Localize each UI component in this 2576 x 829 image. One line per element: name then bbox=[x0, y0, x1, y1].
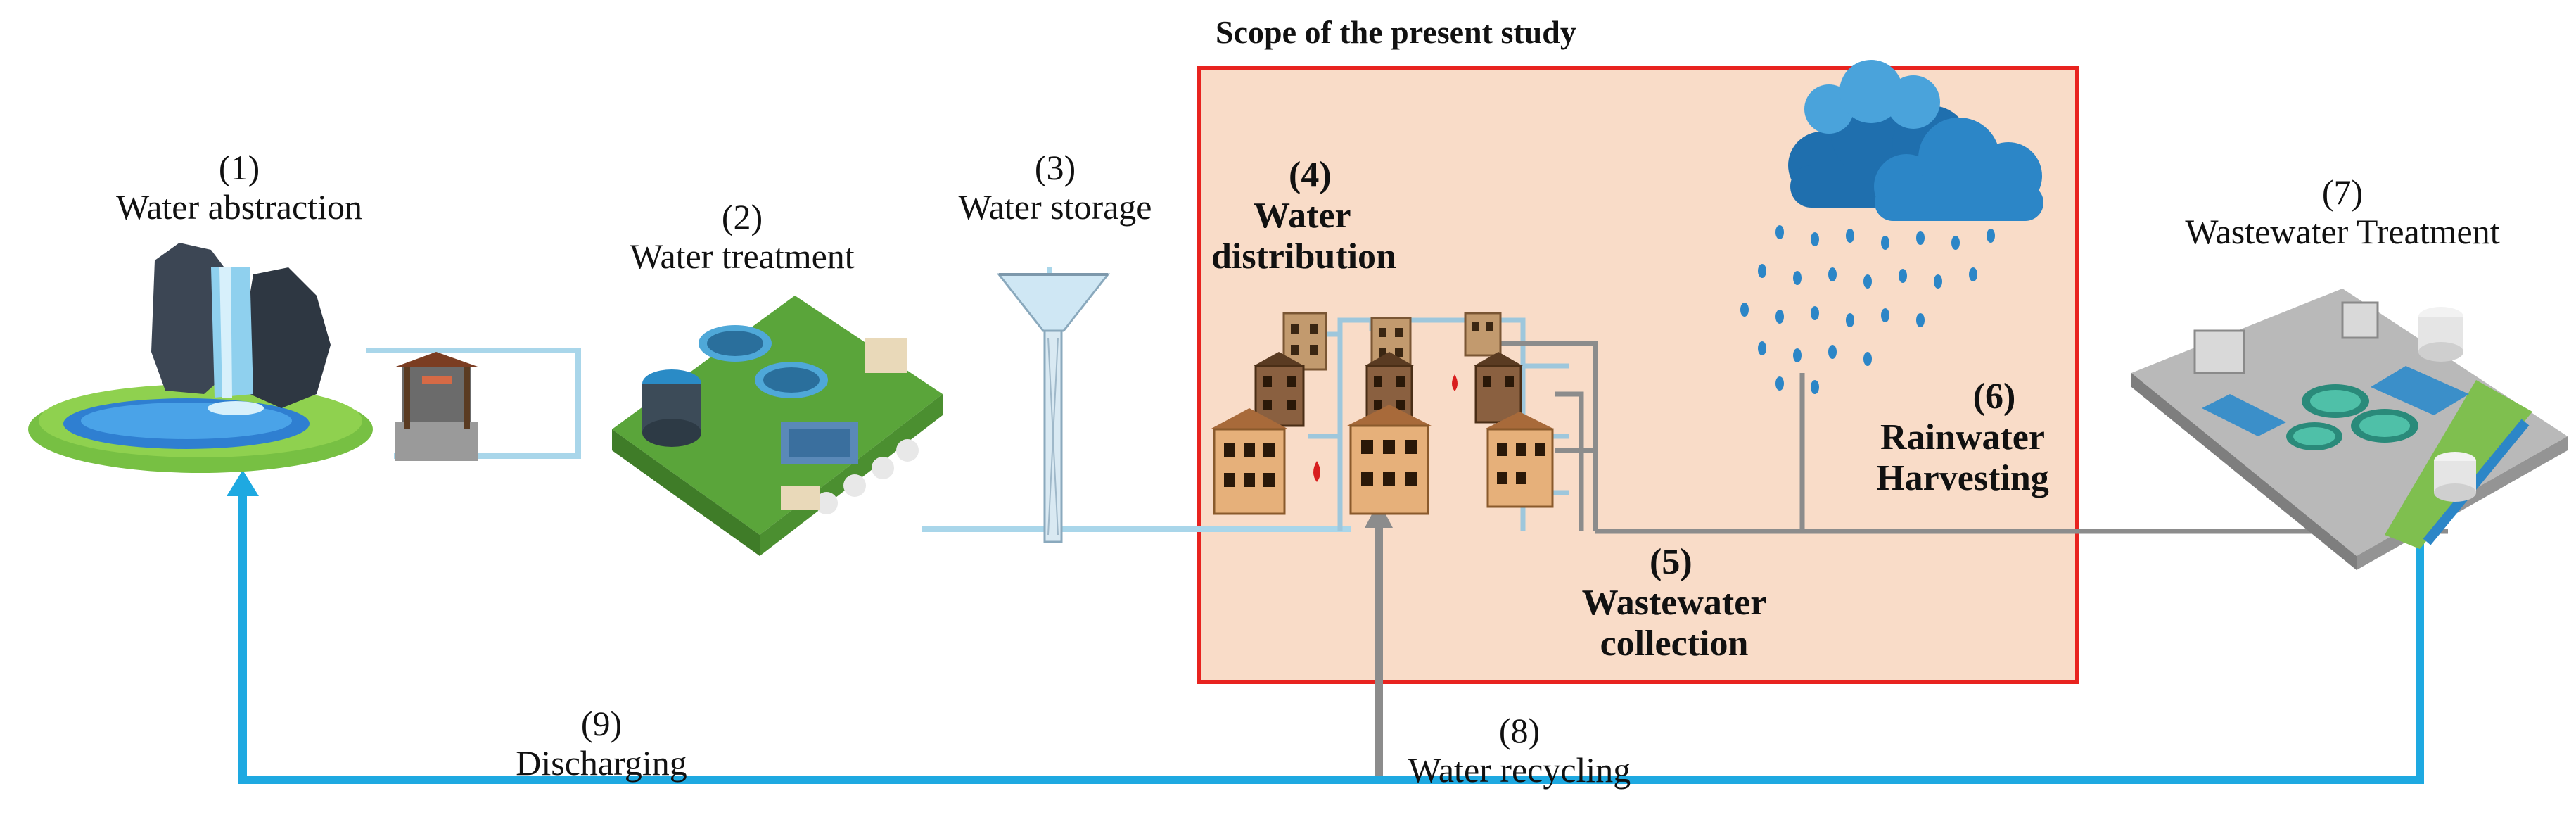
stage-4-name-line1: Water bbox=[1254, 196, 1351, 236]
stage-4-label: (4) Water distribution bbox=[1211, 155, 1422, 278]
stage-1-label: (1) Water abstraction bbox=[98, 148, 380, 227]
house bbox=[1464, 312, 1502, 357]
water-drop-icon bbox=[1313, 461, 1320, 482]
stage-9-number: (9) bbox=[580, 704, 623, 743]
stage-9-label: (9) Discharging bbox=[461, 704, 742, 783]
stage-3-name: Water storage bbox=[958, 187, 1152, 227]
stage-7-label: (7) Wastewater Treatment bbox=[2145, 172, 2539, 251]
water-drop-icon bbox=[1452, 374, 1458, 391]
stage-7-number: (7) bbox=[2321, 172, 2364, 212]
stage-1-name: Water abstraction bbox=[116, 187, 362, 227]
stage-5-label: (5) Wastewater collection bbox=[1526, 542, 1822, 665]
house bbox=[1484, 412, 1555, 508]
stage-4-number: (4) bbox=[1289, 155, 1332, 195]
treatment-plant-icon bbox=[612, 296, 943, 556]
scope-title: Scope of the present study bbox=[1216, 14, 1576, 50]
waterfall-lake-icon bbox=[28, 243, 373, 473]
stage-5-name-line2: collection bbox=[1600, 624, 1749, 664]
houses-icon bbox=[1210, 312, 1555, 515]
stage-9-name: Discharging bbox=[516, 743, 687, 783]
water-tower-icon bbox=[996, 273, 1111, 543]
stage-3-label: (3) Water storage bbox=[914, 148, 1196, 227]
house bbox=[1474, 352, 1523, 424]
stage-2-label: (2) Water treatment bbox=[601, 197, 883, 276]
stage-8-label: (8) Water recycling bbox=[1372, 711, 1667, 790]
stage-5-name-line1: Wastewater bbox=[1581, 583, 1767, 624]
stage-5-number: (5) bbox=[1650, 542, 1692, 582]
pipe-wastewater-collection bbox=[1498, 341, 2448, 534]
stage-8-number: (8) bbox=[1498, 711, 1541, 750]
stage-3-number: (3) bbox=[1034, 148, 1076, 187]
stage-1-number: (1) bbox=[218, 148, 260, 187]
well-icon bbox=[394, 352, 480, 461]
house bbox=[1210, 408, 1289, 515]
stage-4-name-line2: distribution bbox=[1211, 236, 1396, 277]
wastewater-plant-icon bbox=[2131, 289, 2568, 570]
house bbox=[1254, 352, 1305, 427]
stage-6-number: (6) bbox=[1972, 376, 2016, 417]
stage-8-name: Water recycling bbox=[1408, 750, 1631, 790]
house bbox=[1347, 405, 1432, 515]
stage-6-name-line2: Harvesting bbox=[1876, 458, 2049, 499]
rain-cloud-icon bbox=[1740, 60, 2043, 394]
pipe-abstraction-to-treatment bbox=[366, 348, 581, 459]
stage-2-name: Water treatment bbox=[630, 236, 855, 276]
pipe-discharging bbox=[227, 470, 2424, 784]
stage-2-number: (2) bbox=[721, 197, 763, 236]
stage-7-name: Wastewater Treatment bbox=[2185, 212, 2500, 251]
raindrops bbox=[1740, 225, 1995, 394]
stage-6-label: (6) Rainwater Harvesting bbox=[1850, 376, 2075, 500]
stage-6-name-line1: Rainwater bbox=[1880, 417, 2045, 458]
